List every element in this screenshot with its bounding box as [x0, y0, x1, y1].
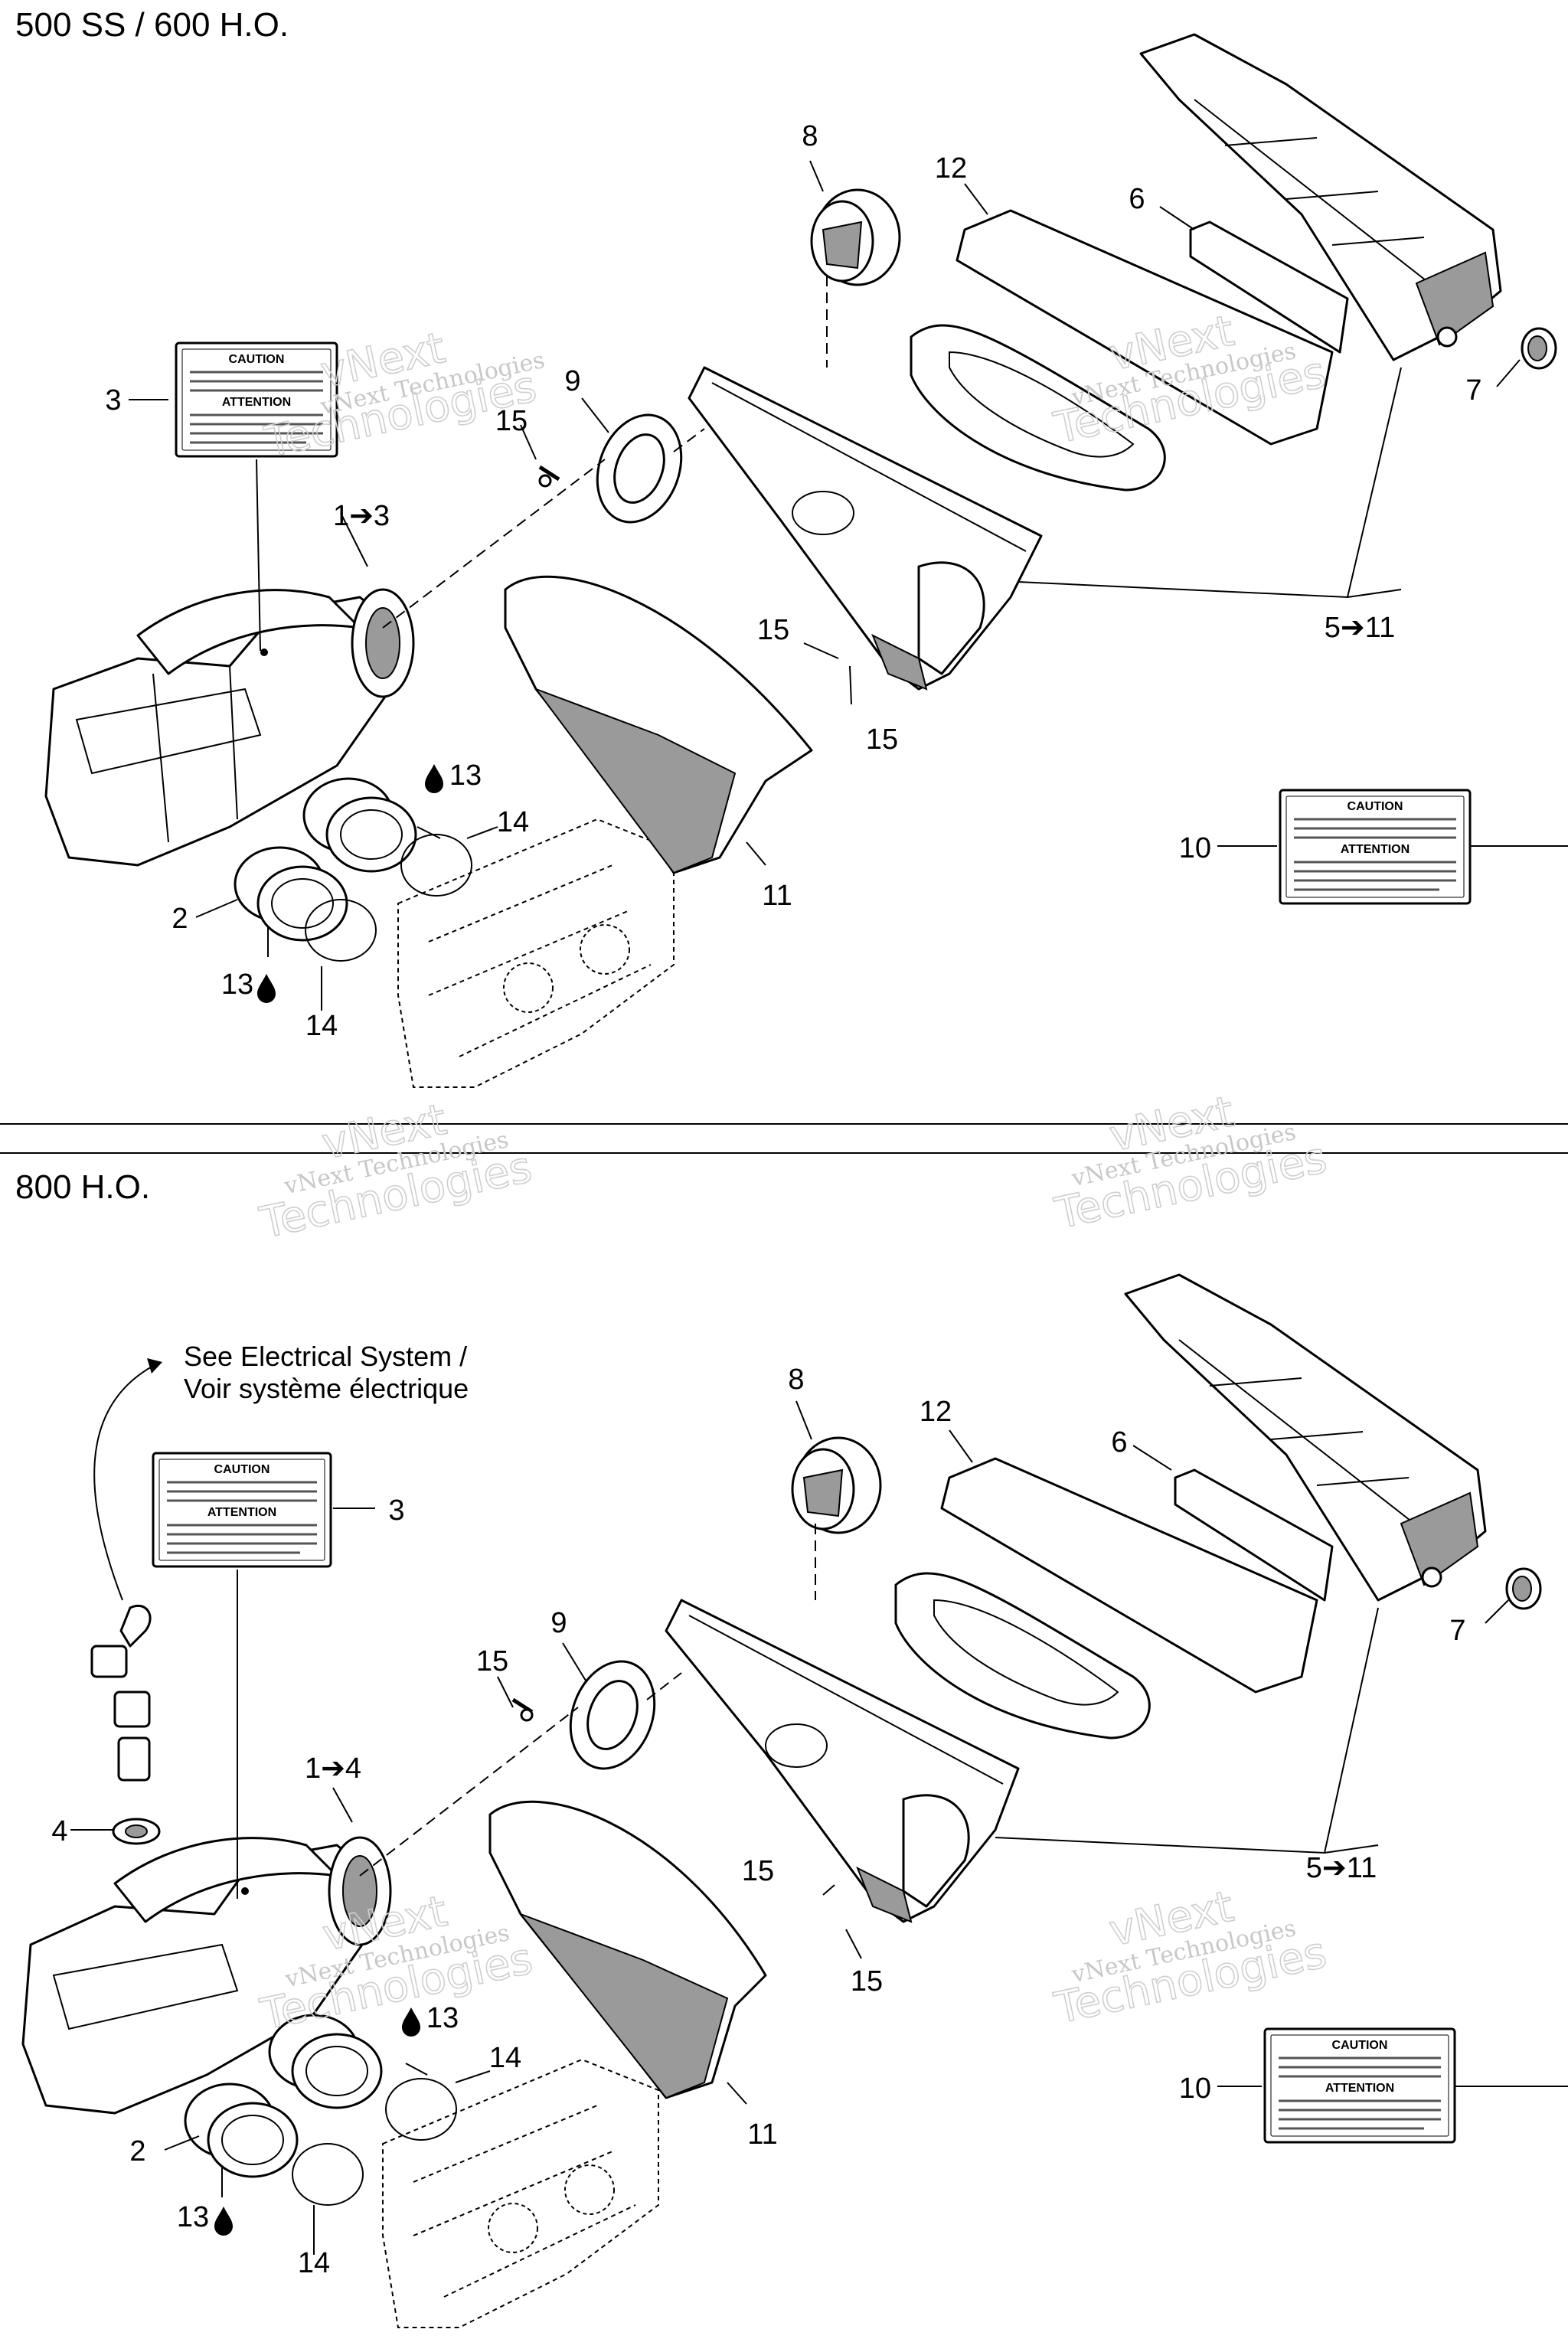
sealant-drop-icon — [402, 2007, 420, 2037]
decal-caution-title: CAUTION — [1332, 2039, 1388, 2052]
callout-part-13: 13 — [177, 2201, 209, 2233]
callout-part-1-to-4: 1➔4 — [305, 1753, 361, 1785]
gasket-ring — [596, 413, 683, 524]
clamp-left — [292, 2143, 364, 2206]
foam-pad-small — [1189, 220, 1349, 354]
retaining-knob — [1521, 327, 1557, 370]
voir-systeme-electrique-note: Voir système électrique — [184, 1373, 469, 1404]
clamp-right — [385, 2078, 457, 2141]
diagram-bottom-section: See Electrical System / Voir système éle… — [21, 1273, 1568, 2328]
decal-attention-title: ATTENTION — [207, 1506, 276, 1519]
caution-decal: CAUTION ATTENTION — [1263, 2027, 1456, 2144]
callout-part-14: 14 — [305, 1010, 338, 1042]
air-silencer-base — [21, 1836, 392, 2115]
rubber-adaptor-right — [268, 2014, 383, 2109]
gasket-ring — [569, 1660, 656, 1770]
rubber-adaptor-left — [234, 846, 348, 942]
foam-pad-small — [1174, 1468, 1334, 1602]
callout-part-5-to-11: 5➔11 — [1306, 1852, 1377, 1884]
callout-part-7: 7 — [1449, 1615, 1465, 1647]
callout-part-13: 13 — [449, 760, 482, 792]
callout-part-9: 9 — [550, 1607, 567, 1639]
section-title-top: 500 SS / 600 H.O. — [15, 6, 289, 44]
upper-housing — [1124, 1273, 1487, 1602]
callout-part-1-to-3: 1➔3 — [333, 500, 390, 532]
callout-part-2: 2 — [172, 903, 188, 935]
filter-tray — [894, 1572, 1151, 1740]
callout-part-6: 6 — [1111, 1426, 1127, 1459]
leader-lines — [129, 160, 1568, 1011]
callout-part-15: 15 — [476, 1645, 508, 1677]
callout-part-8: 8 — [788, 1364, 804, 1396]
callout-part-13: 13 — [426, 2002, 459, 2034]
sealant-drop-icon — [425, 764, 443, 793]
callout-part-12: 12 — [920, 1396, 952, 1428]
rubber-adaptor-right — [302, 777, 417, 873]
decal-attention-title: ATTENTION — [1325, 2082, 1394, 2095]
clamp-left — [305, 899, 377, 962]
air-silencer-housing — [688, 366, 1043, 691]
sealant-drop-icon — [214, 2207, 233, 2236]
callout-part-3: 3 — [105, 384, 121, 416]
assembly-line — [359, 1524, 816, 1877]
callout-part-13: 13 — [221, 969, 253, 1001]
caution-decal: CAUTION ATTENTION — [152, 1452, 332, 1568]
rubber-adaptor-left — [184, 2082, 299, 2178]
see-electrical-system-note: See Electrical System / — [184, 1341, 467, 1372]
decal-caution-title: CAUTION — [1348, 800, 1403, 813]
diagram-top-section: CAUTION ATTENTION CAUTION ATTENTION — [44, 33, 1568, 1088]
intake-cap — [791, 1436, 882, 1534]
arrow-head-icon — [147, 1358, 162, 1374]
engine-carburetor-block — [397, 818, 675, 1088]
intake-cap — [810, 188, 901, 286]
callout-part-12: 12 — [935, 152, 967, 185]
engine-carburetor-block — [382, 2058, 659, 2328]
assembly-line — [382, 276, 828, 629]
decal-attention-title: ATTENTION — [1341, 843, 1410, 856]
retaining-knob — [1505, 1567, 1542, 1610]
callout-part-7: 7 — [1465, 374, 1481, 407]
callout-part-15: 15 — [851, 1965, 883, 1998]
callout-part-5-to-11: 5➔11 — [1325, 612, 1395, 644]
callout-part-4: 4 — [51, 1815, 67, 1847]
sealant-drop-icon — [257, 974, 276, 1003]
sensor-grommet-stack — [90, 1604, 161, 1845]
callout-part-15: 15 — [742, 1855, 774, 1887]
leader-lines — [70, 1400, 1568, 2255]
callout-part-14: 14 — [489, 2042, 521, 2074]
foam-pad-large — [956, 209, 1334, 446]
intake-cover — [488, 1800, 767, 2099]
foam-pad-large — [940, 1457, 1318, 1694]
callout-part-8: 8 — [802, 120, 818, 152]
callout-part-3: 3 — [388, 1494, 404, 1527]
caution-decal: CAUTION ATTENTION — [1279, 789, 1472, 905]
callout-part-6: 6 — [1129, 183, 1145, 215]
decal-attention-title: ATTENTION — [222, 396, 291, 409]
screw — [511, 1697, 534, 1722]
section-title-bottom: 800 H.O. — [15, 1168, 151, 1206]
callout-part-11: 11 — [747, 2118, 777, 2151]
filter-tray — [910, 324, 1166, 492]
callout-part-15: 15 — [866, 724, 898, 756]
callout-part-10: 10 — [1179, 2073, 1211, 2105]
caution-decal: CAUTION ATTENTION — [175, 341, 338, 458]
decal-caution-title: CAUTION — [229, 353, 285, 366]
air-silencer-housing — [665, 1599, 1020, 1923]
callout-part-14: 14 — [497, 806, 529, 838]
callout-part-10: 10 — [1179, 832, 1211, 864]
upper-housing — [1139, 33, 1502, 361]
callout-part-15: 15 — [757, 614, 789, 646]
callout-part-11: 11 — [762, 880, 792, 912]
callout-part-9: 9 — [564, 365, 580, 397]
reference-arrow — [93, 1365, 154, 1601]
callout-part-2: 2 — [129, 2135, 145, 2167]
clamp-right — [400, 834, 472, 897]
callout-part-15: 15 — [495, 405, 528, 437]
callout-part-14: 14 — [298, 2247, 330, 2279]
screw — [538, 465, 560, 488]
intake-cover — [504, 575, 813, 874]
decal-caution-title: CAUTION — [214, 1463, 270, 1476]
